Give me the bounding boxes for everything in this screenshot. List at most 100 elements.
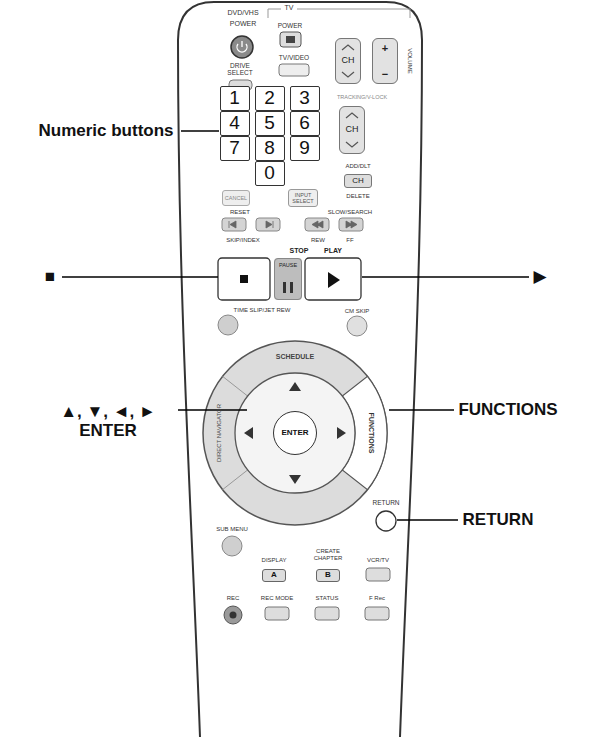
button-label: CREATE CHAPTER [310,548,346,561]
key-button: 8 [255,136,285,161]
round-buttons [218,315,367,336]
key-button: A [262,569,286,582]
key-button: PAUSE [274,258,302,300]
power-button [237,41,247,52]
button-label: RETURN [372,499,399,506]
callout-label: RETURN [463,511,534,530]
key-text: CH [352,177,364,186]
key-text: CH [346,125,359,135]
key-button: CANCEL [222,190,250,206]
key-text: 9 [299,138,310,159]
leader-lines [389,409,454,410]
callout-label: ■ [45,268,55,287]
key-text: B [325,571,331,580]
button-label: VOLUME [407,48,414,73]
lower-buttons [222,511,396,624]
key-button: 7 [220,136,250,161]
key-button: 0 [255,161,285,186]
key-button: +− [372,38,398,84]
leader-lines [181,130,219,131]
button-label: SKIP/INDEX [226,237,260,244]
stop-pause-play-buttons [240,275,248,283]
stop-pause-play-buttons [290,282,293,293]
key-button: 5 [255,111,285,136]
key-text: 4 [229,113,240,134]
button-label: DRIVE SELECT [225,62,255,76]
button-label: TRACKING/V-LOCK [337,94,387,100]
rocker-buttons [335,38,361,84]
lower-buttons [366,568,390,581]
power-button [231,36,253,58]
button-label: DIRECT NAVIGATOR [216,404,223,462]
rocker-buttons [346,113,358,147]
button-label: CM SKIP [345,308,370,315]
leader-lines [62,131,529,520]
key-button: 3 [290,86,320,111]
key-text: PAUSE [279,262,297,268]
key-text: INPUT SELECT [290,192,316,204]
button-label: TV/VIDEO [279,54,309,61]
key-button: 1 [220,86,250,111]
remote-body [178,2,422,737]
leader-lines [62,276,218,277]
rocker-buttons [342,45,354,77]
callout-label: FUNCTIONS [458,401,557,420]
button-label: FF [346,237,353,244]
button-label: F Rec [369,595,385,602]
button-label: REC MODE [261,595,293,602]
tv-power-button [280,32,301,47]
rocker-buttons [335,38,398,154]
key-text: A [271,571,277,580]
skip-search-buttons [222,218,363,231]
lower-buttons [315,607,339,620]
key-text: + [382,42,388,54]
key-text: CH [342,56,355,66]
button-label: DISPLAY [262,557,287,564]
stop-pause-play-buttons [274,258,302,300]
key-button: 4 [220,111,250,136]
button-label: STOP [290,247,309,255]
button-label: DELETE [346,193,369,200]
button-label: SLOW/SEARCH [328,209,372,216]
key-button: 2 [255,86,285,111]
leader-lines [362,276,529,277]
key-text: 7 [229,138,240,159]
key-text: 3 [299,88,310,109]
key-button: INPUT SELECT [288,189,318,207]
skip-search-buttons [229,221,357,228]
tv-video-button [279,64,309,76]
navigation-ring [244,382,346,484]
button-label: SUB MENU [216,526,248,533]
round-buttons [218,315,238,335]
lower-buttons [376,511,396,531]
leader-lines [397,519,458,520]
key-button: CH [335,38,361,84]
round-buttons [347,316,367,336]
stop-pause-play-buttons [218,258,361,300]
button-label: SCHEDULE [276,353,315,361]
lower-buttons [222,536,242,556]
stop-pause-play-buttons [283,282,286,293]
button-label: REW [311,237,325,244]
button-label: STATUS [316,595,339,602]
key-text: 2 [264,88,275,109]
rocker-buttons [372,38,398,84]
button-label: TIME SLIP/JET REW [234,307,291,314]
key-button: 9 [290,136,320,161]
lower-buttons [365,607,389,620]
button-label: PLAY [324,247,342,255]
key-text: − [382,68,388,80]
stop-pause-play-buttons [328,272,340,288]
stop-pause-play-buttons [218,258,270,300]
remote-body [178,2,422,737]
key-button: CH [344,174,372,188]
button-label: DVD/VHS [227,9,258,17]
button-label: POWER [230,20,256,28]
key-text: 1 [229,88,240,109]
key-button: 6 [290,111,320,136]
rocker-buttons [339,106,365,154]
navigation-ring [203,341,387,525]
button-label: TV [285,4,294,12]
key-text: 0 [264,163,275,184]
